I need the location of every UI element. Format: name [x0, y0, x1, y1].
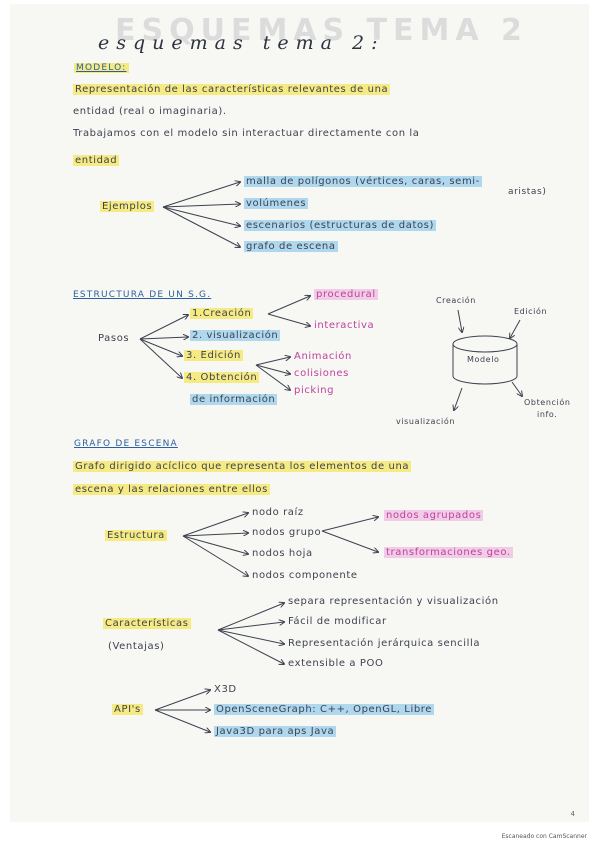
- caracteristicas-label: Características: [103, 618, 191, 629]
- api-item: Java3D para aps Java: [214, 726, 337, 737]
- paso-step: 3. Edición: [184, 350, 243, 361]
- modelo-definition-line-2: entidad (real o imaginaria).: [73, 106, 227, 117]
- apis-label: API's: [112, 704, 143, 715]
- ejemplo-item: malla de polígonos (vértices, caras, sem…: [244, 176, 482, 187]
- grafo-definition-line-2: escena y las relaciones entre ellos: [73, 484, 270, 495]
- caracteristica-item: Representación jerárquica sencilla: [288, 638, 481, 649]
- diagram-info: info.: [537, 410, 558, 419]
- modelo-definition-line-3: Trabajamos con el modelo sin interactuar…: [73, 128, 420, 139]
- nodo-item: nodo raíz: [252, 507, 304, 518]
- edicion-sub-item: colisiones: [294, 368, 349, 379]
- ghost-title: ESQUEMAS TEMA 2: [115, 13, 528, 48]
- api-item: OpenSceneGraph: C++, OpenGL, Libre: [214, 704, 435, 715]
- api-item: X3D: [214, 684, 237, 695]
- modelo-heading: MODELO:: [74, 63, 129, 73]
- grafo-definition-line-1: Grafo dirigido acíclico que representa l…: [73, 461, 412, 472]
- paso-step: 4. Obtención: [184, 372, 260, 383]
- diagram-visualizacion: visualización: [396, 417, 456, 426]
- ejemplo-item: escenarios (estructuras de datos): [244, 220, 436, 231]
- caracteristica-item: Fácil de modificar: [288, 616, 387, 627]
- pasos-label: Pasos: [98, 333, 130, 344]
- scanner-footer: Escaneado con CamScanner: [501, 833, 587, 840]
- paso-step: de información: [190, 394, 278, 405]
- ejemplo-item: grafo de escena: [244, 241, 338, 252]
- ejemplo-item-continuation: aristas): [508, 187, 547, 197]
- paso-step: 1.Creación: [190, 308, 254, 319]
- creacion-sub-item: interactiva: [314, 320, 375, 331]
- paper-page: [10, 4, 589, 822]
- diagram-creacion: Creación: [436, 296, 476, 305]
- nodo-item: nodos hoja: [252, 548, 313, 559]
- caracteristica-item: extensible a POO: [288, 658, 384, 669]
- modelo-definition-line-1: Representación de las características re…: [73, 84, 391, 95]
- caracteristica-item: separa representación y visualización: [288, 596, 499, 607]
- diagram-edicion: Edición: [514, 307, 548, 316]
- edicion-sub-item: picking: [294, 385, 335, 396]
- creacion-sub-item: procedural: [314, 289, 378, 300]
- edicion-sub-item: Animación: [294, 351, 352, 362]
- nodo-item: nodos grupo: [252, 527, 322, 538]
- page-title: esquemas tema 2:: [98, 32, 385, 54]
- page-number: 4: [570, 810, 575, 818]
- modelo-cylinder-label: Modelo: [467, 355, 500, 364]
- estructura-label: Estructura: [105, 530, 167, 541]
- nodos-grupo-sub-item: nodos agrupados: [384, 510, 484, 521]
- ventajas-label: (Ventajas): [108, 641, 165, 652]
- grafo-heading: GRAFO DE ESCENA: [74, 439, 178, 449]
- paso-step: 2. visualización: [190, 330, 281, 341]
- diagram-obtencion: Obtención: [524, 398, 571, 407]
- modelo-definition-line-4: entidad: [73, 155, 120, 166]
- nodo-item: nodos componente: [252, 570, 358, 581]
- estructura-sg-heading: ESTRUCTURA DE UN S.G.: [73, 290, 212, 300]
- nodos-grupo-sub-item: transformaciones geo.: [384, 547, 513, 558]
- ejemplo-item: volúmenes: [244, 198, 309, 209]
- ejemplos-label: Ejemplos: [100, 201, 155, 212]
